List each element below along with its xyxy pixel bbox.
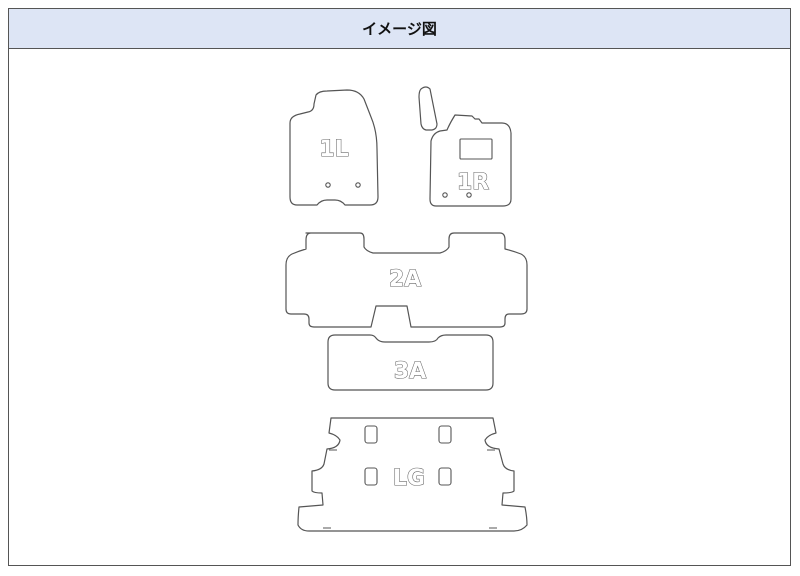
mat-3a: 3A <box>327 334 494 391</box>
mat-1l: 1L <box>289 89 379 206</box>
image-diagram-panel: イメージ図 1L 1R 2A <box>8 8 791 566</box>
mat-1r-outline <box>429 114 512 207</box>
mat-3a-outline <box>327 334 494 391</box>
mat-lg-slot-3 <box>364 467 378 486</box>
mat-lg: LG <box>297 417 528 532</box>
mat-1l-label: 1L <box>319 137 348 162</box>
mat-1l-hole-1 <box>325 182 331 188</box>
mat-1r-heel-pad <box>459 138 493 160</box>
mat-2a-label: 2A <box>389 267 421 292</box>
mat-1r-side-strip <box>418 86 438 131</box>
mat-1r: 1R <box>418 86 512 207</box>
mat-lg-slot-4 <box>438 467 452 486</box>
mat-1l-hole-2 <box>355 182 361 188</box>
mat-layout-svg: 1L 1R 2A 3A <box>285 86 528 532</box>
mat-1l-outline <box>289 89 379 206</box>
mat-lg-label: LG <box>393 466 425 491</box>
mat-lg-slot-2 <box>438 425 452 444</box>
mat-1r-hole-2 <box>466 192 472 198</box>
mat-lg-slot-1 <box>364 425 378 444</box>
mat-2a: 2A <box>285 232 528 328</box>
mat-diagram: 1L 1R 2A 3A <box>9 49 790 565</box>
mat-1r-label: 1R <box>457 170 489 195</box>
mat-1r-hole-1 <box>442 192 448 198</box>
mat-2a-outline <box>285 232 528 328</box>
mat-3a-label: 3A <box>394 359 426 384</box>
panel-title: イメージ図 <box>9 9 790 49</box>
mat-lg-outline <box>297 417 528 532</box>
